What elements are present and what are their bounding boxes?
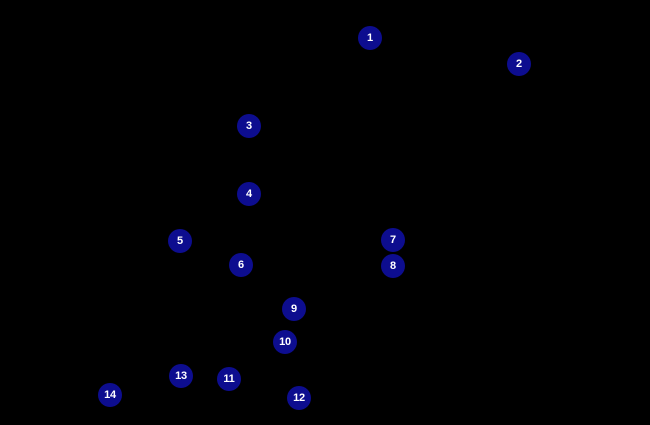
graph-node-8[interactable]: 8 xyxy=(381,254,405,278)
graph-node-label: 11 xyxy=(223,372,235,385)
graph-node-5[interactable]: 5 xyxy=(168,229,192,253)
graph-node-14[interactable]: 14 xyxy=(98,383,122,407)
graph-node-7[interactable]: 7 xyxy=(381,228,405,252)
graph-node-2[interactable]: 2 xyxy=(507,52,531,76)
graph-node-label: 5 xyxy=(177,234,183,247)
graph-node-label: 14 xyxy=(104,388,116,401)
graph-node-13[interactable]: 13 xyxy=(169,364,193,388)
graph-node-label: 1 xyxy=(367,31,373,44)
graph-node-11[interactable]: 11 xyxy=(217,367,241,391)
graph-node-9[interactable]: 9 xyxy=(282,297,306,321)
graph-node-4[interactable]: 4 xyxy=(237,182,261,206)
graph-node-label: 4 xyxy=(246,187,252,200)
graph-node-1[interactable]: 1 xyxy=(358,26,382,50)
graph-node-label: 12 xyxy=(293,391,305,404)
graph-node-12[interactable]: 12 xyxy=(287,386,311,410)
graph-node-label: 3 xyxy=(246,119,252,132)
graph-node-label: 13 xyxy=(175,369,187,382)
graph-node-label: 10 xyxy=(279,335,291,348)
graph-node-label: 7 xyxy=(390,233,396,246)
graph-node-3[interactable]: 3 xyxy=(237,114,261,138)
graph-node-label: 2 xyxy=(516,57,522,70)
graph-node-10[interactable]: 10 xyxy=(273,330,297,354)
graph-node-label: 8 xyxy=(390,259,396,272)
graph-node-6[interactable]: 6 xyxy=(229,253,253,277)
graph-node-label: 9 xyxy=(291,302,297,315)
graph-node-label: 6 xyxy=(238,258,244,271)
